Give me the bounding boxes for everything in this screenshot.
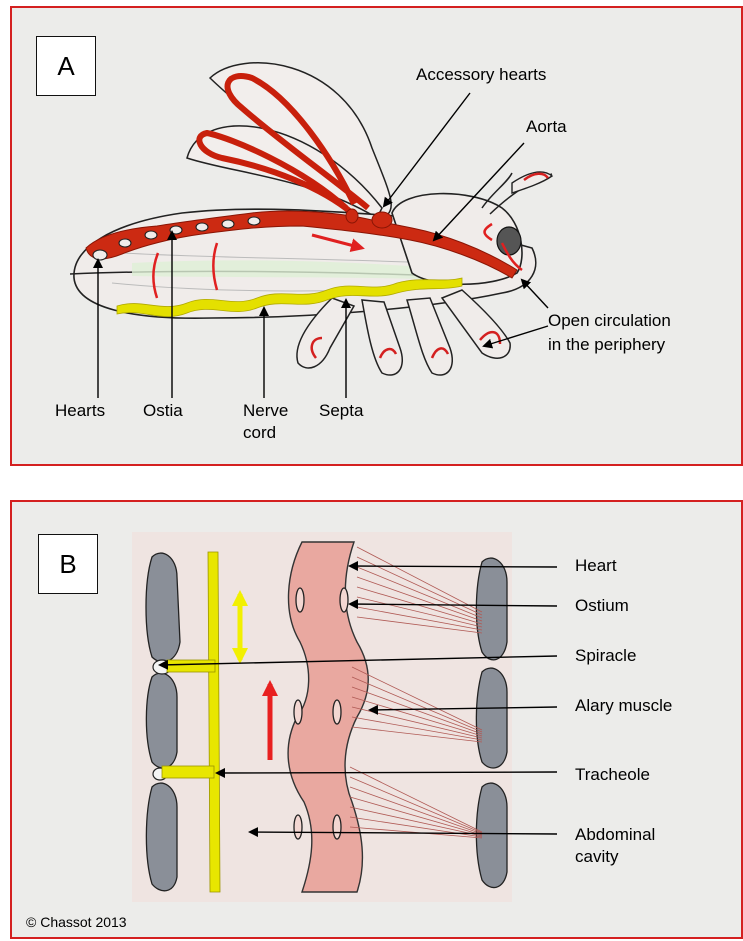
eye-icon (497, 227, 521, 255)
wings (187, 63, 391, 218)
panel-letter-b: B (38, 534, 98, 594)
label-spiracle: Spiracle (575, 645, 636, 666)
label-ostia: Ostia (143, 400, 183, 421)
label-accessory-hearts: Accessory hearts (416, 64, 546, 85)
label-nerve-cord-line2: cord (243, 422, 276, 443)
label-open-circulation-line1: Open circulation (548, 310, 671, 331)
panel-a: A Accessory hearts Aorta Open circulatio… (10, 6, 743, 466)
label-nerve-cord-line1: Nerve (243, 400, 288, 421)
label-heart: Heart (575, 555, 617, 576)
insect-circulation-illustration (12, 8, 743, 468)
copyright-text: © Chassot 2013 (26, 914, 127, 930)
label-open-circulation-line2: in the periphery (548, 334, 665, 355)
label-septa: Septa (319, 400, 363, 421)
label-abdominal-cavity-line2: cavity (575, 846, 618, 867)
label-alary-muscle: Alary muscle (575, 695, 672, 716)
cuticle-left (146, 553, 180, 891)
label-hearts: Hearts (55, 400, 105, 421)
panel-b: B Heart Ostium Spiracle Alary muscle Tra… (10, 500, 743, 939)
panel-letter-a: A (36, 36, 96, 96)
label-ostium: Ostium (575, 595, 629, 616)
label-aorta: Aorta (526, 116, 567, 137)
label-tracheole: Tracheole (575, 764, 650, 785)
heart-detail-illustration (12, 502, 743, 941)
label-abdominal-cavity-line1: Abdominal (575, 824, 655, 845)
